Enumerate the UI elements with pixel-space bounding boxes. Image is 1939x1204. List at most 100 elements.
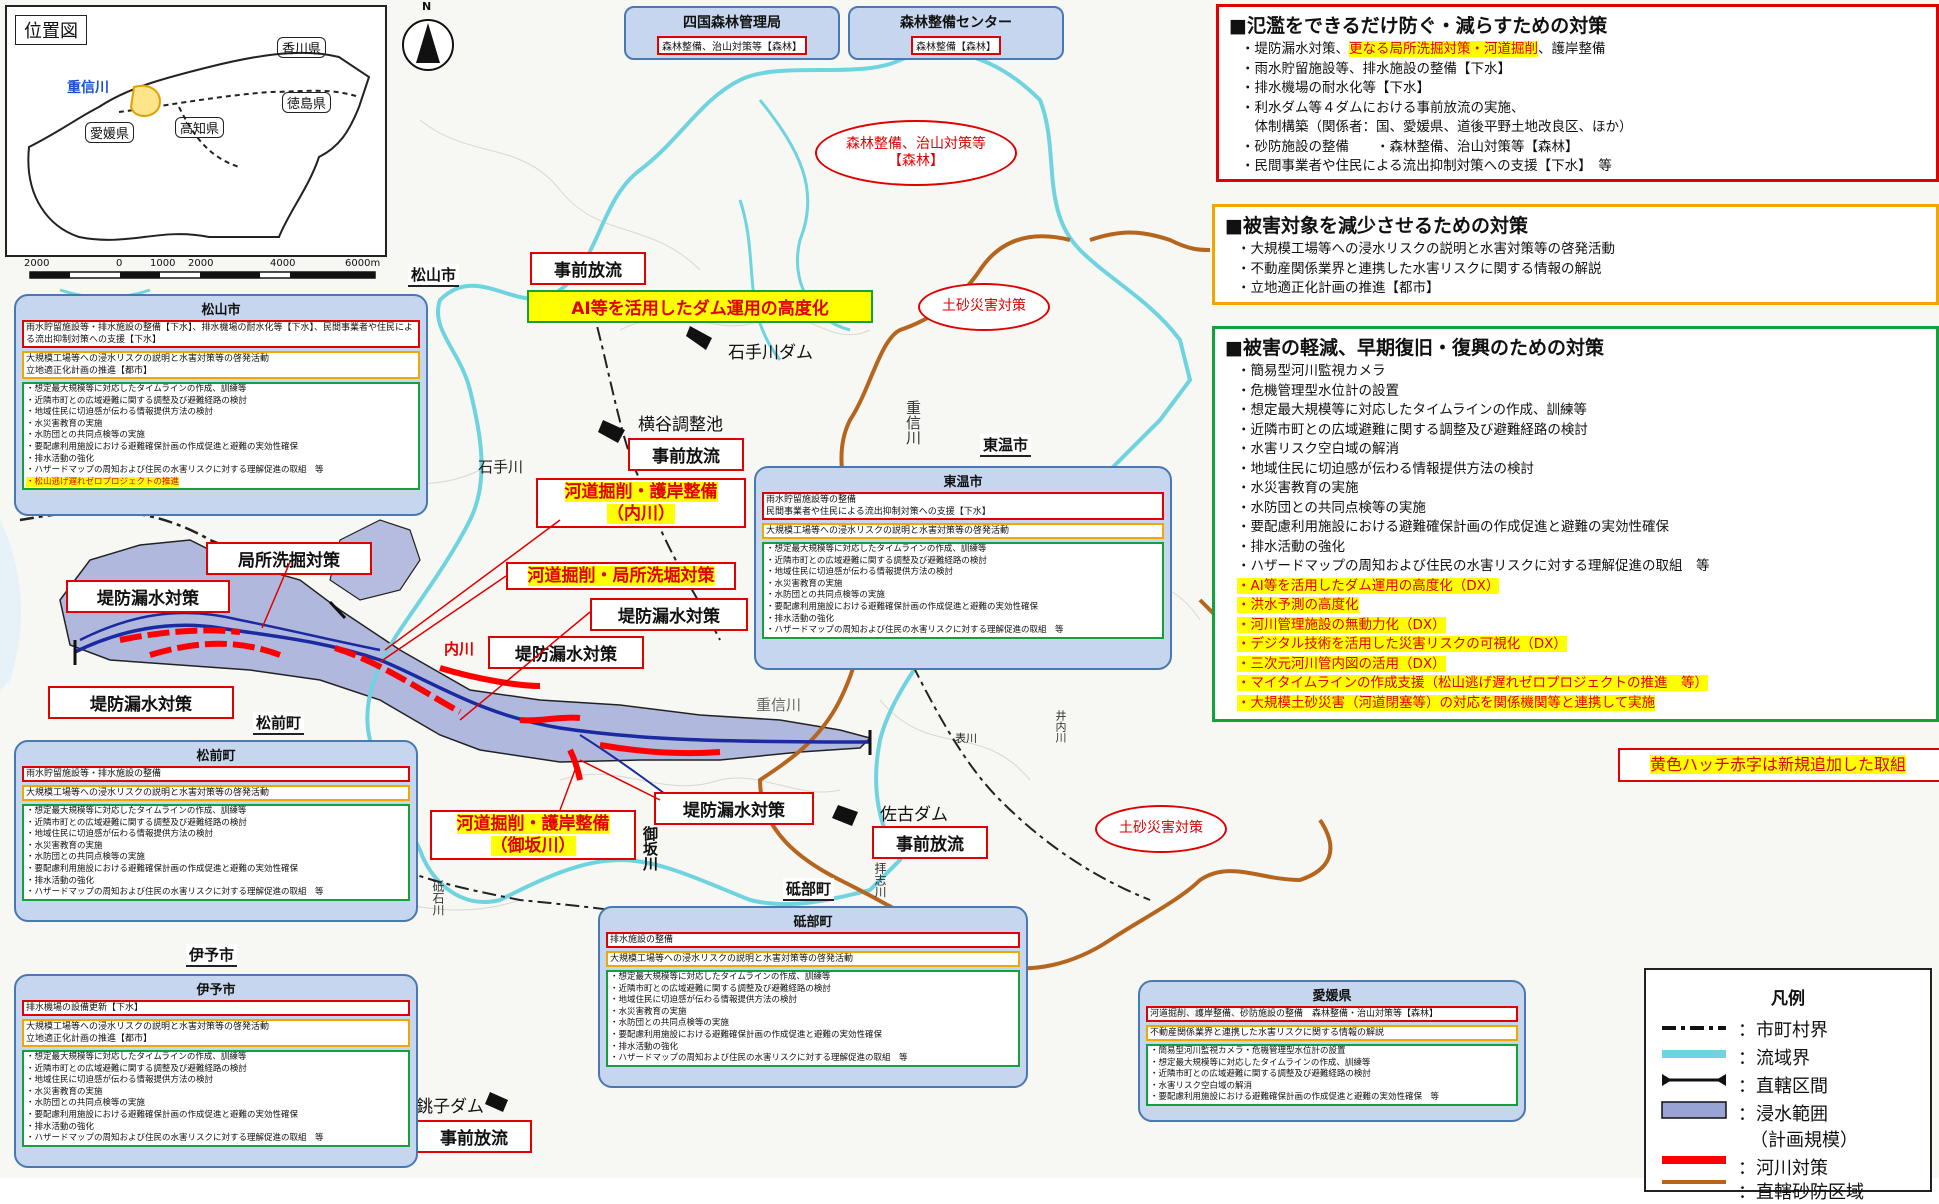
muni-box-masaki: 松前町 雨水貯留施設等・排水施設の整備 大規模工場等への浸水リスクの説明と水害対… [14,740,418,922]
panel-item: ・危機管理型水位計の設置 [1237,382,1399,399]
oval-text: 土砂災害対策 [1119,820,1203,837]
muni-green-item: ・要配慮利用施設における避難確保計画の作成促進と避難の実効性確保 [26,1109,299,1120]
panel-item: ・河川管理施設の無動力化（DX） [1237,616,1936,636]
muni-green-item: ・近隣市町との広域避難に関する調整及び避難経路の検討 [766,555,987,566]
town-toon: 東温市 [980,434,1032,457]
note-text: 黄色ハッチ赤字は新規追加した取組 [1650,755,1907,774]
muni-red: 雨水貯留施設等・排水施設の整備【下水】、排水機場の耐水化等【下水】、民間事業者や… [22,320,420,348]
label-inouchi-vertical: 井内川 [1054,710,1067,743]
oval-text: 土砂災害対策 [942,298,1026,315]
item-highlight: ・大規模土砂災害（河道閉塞等）の対応を関係機関等と連携して実施 [1237,694,1656,711]
muni-green-item: ・想定最大規模等に対応したタイムラインの作成、訓練等 [26,1052,247,1062]
panel-item: ・立地適正化計画の推進【都市】 [1237,280,1440,296]
callout-jizen-2: 事前放流 [628,438,744,471]
muni-green-item: ・排水活動の強化 [26,875,95,886]
scale-label-2000b: 2000 [188,258,214,269]
muni-green-item: ・排水活動の強化 [26,1121,95,1132]
panel-item: ・デジタル技術を活用した災害リスクの可視化（DX） [1237,635,1936,655]
compass-n: N [422,0,432,13]
panel-item: ・三次元河川管内図の活用（DX） [1237,655,1936,675]
town-matsuyama: 松山市 [408,264,460,287]
muni-green: ・想定最大規模等に対応したタイムラインの作成、訓練等 ・近隣市町との広域避難に関… [22,1050,410,1147]
inset-ehime-label: 愛媛県 [85,122,135,143]
muni-box-matsuyama: 松山市 雨水貯留施設等・排水施設の整備【下水】、排水機場の耐水化等【下水】、民間… [14,294,428,516]
muni-green-item: ・近隣市町との広域避難に関する調整及び避難経路の検討 [1150,1069,1371,1080]
muni-box-tobe: 砥部町 排水施設の整備 大規模工場等への浸水リスクの説明と水害対策等の啓発活動 … [598,906,1028,1088]
new-items-note: 黄色ハッチ赤字は新規追加した取組 [1618,748,1939,782]
scale-label-0: 0 [116,258,123,269]
callout-ai-dam: AI等を活用したダム運用の高度化 [527,290,873,323]
panel-reduce-targets: ■被害対象を減少させるための対策 ・大規模工場等への浸水リスクの説明と水害対策等… [1212,204,1939,305]
muni-green-item: ・水災害教育の実施 [766,578,843,589]
callout-jizen-4: 事前放流 [416,1120,532,1153]
muni-green-item: ・要配慮利用施設における避難確保計画の作成促進と避難の実効性確保 [26,441,299,452]
muni-orange: 大規模工場等への浸水リスクの説明と水害対策等の啓発活動 立地適正化計画の推進【都… [22,351,420,379]
label-sako-dam: 佐古ダム [880,805,948,825]
muni-green-item: ・排水活動の強化 [26,453,95,464]
legend-item-basin: ：流域界 [1738,1048,1810,1069]
callout-kakyoku: 局所洗掘対策 [206,542,372,575]
muni-orange: 不動産関係業界と連携した水害リスクに関する情報の解説 [1146,1025,1518,1041]
panel-item: ・水害リスク空白域の解消 [1237,441,1399,457]
item-text: 、護岸整備 [1538,41,1606,57]
panel-item: ・堤防漏水対策、更なる局所洗掘対策・河道掘削、護岸整備 [1241,40,1936,60]
label-uchikawa-red: 内川 [444,640,475,658]
muni-green-item: ・想定最大規模等に対応したタイムラインの作成、訓練等 [26,806,247,816]
callout-jizen-3: 事前放流 [872,826,988,859]
panel-item: ・マイタイムラインの作成支援（松山逃げ遅れゼロプロジェクトの推進 等） [1237,674,1936,694]
org-box-sub: 森林整備、治山対策等【森林】 [657,36,807,55]
scale-bar [29,271,376,279]
muni-orange: 大規模工場等への浸水リスクの説明と水害対策等の啓発活動 [762,523,1164,539]
panel-item: ・砂防施設の整備 ・森林整備、治山対策等【森林】 [1241,138,1579,155]
panel-item: ・利水ダム等４ダムにおける事前放流の実施、 [1241,99,1525,116]
panel-heading: ■被害の軽減、早期復旧・復興のための対策 [1225,337,1604,359]
item-highlight: ・河川管理施設の無動力化（DX） [1237,616,1446,633]
muni-green: ・想定最大規模等に対応したタイムラインの作成、訓練等 ・近隣市町との広域避難に関… [762,542,1164,639]
legend-item-inundation: ：浸水範囲 [1738,1104,1828,1125]
label-misaka-vertical: 御坂川 [641,826,659,871]
muni-green-item: ・要配慮利用施設における避難確保計画の作成促進と避難の実効性確保 等 [1150,1092,1440,1103]
scale-label-6000: 6000m [345,258,381,269]
muni-orange: 大規模工場等への浸水リスクの説明と水害対策等の啓発活動 立地適正化計画の推進【都… [22,1019,410,1047]
muni-green-item: ・ハザードマップの周知および住民の水害リスクに対する理解促進の取組 等 [610,1053,908,1064]
panel-item: ・洪水予測の高度化 [1237,596,1936,616]
callout-text: 河道掘削・局所洗堀対策 [527,566,715,586]
panel-item: ・大規模土砂災害（河道閉塞等）の対応を関係機関等と連携して実施 [1237,694,1936,714]
muni-green-highlight: ・松山逃げ遅れゼロプロジェクトの推進 [26,476,180,487]
panel-heading: ■被害対象を減少させるための対策 [1225,215,1528,237]
panel-item: ・想定最大規模等に対応したタイムラインの作成、訓練等 [1237,402,1588,418]
inset-shigenobu-label: 重信川 [67,80,109,96]
inset-title: 位置図 [15,15,87,45]
muni-green-item: ・近隣市町との広域避難に関する調整及び避難経路の検討 [610,983,831,994]
label-ishite-dam: 石手川ダム [728,343,813,363]
shikoku-outline [27,51,371,241]
location-inset: 位置図 重信川 香川県 愛媛県 徳島県 高知県 [5,5,387,257]
legend-item-sediment: ：直轄砂防区域 [1738,1182,1864,1203]
muni-green-item: ・水防団との共同点検等の実施 [610,1018,729,1029]
scale-label-4000: 4000 [270,258,296,269]
muni-orange: 大規模工場等への浸水リスクの説明と水害対策等の啓発活動 [606,951,1020,967]
panel-item: ・排水活動の強化 [1237,538,1345,555]
item-highlight: ・マイタイムラインの作成支援（松山逃げ遅れゼロプロジェクトの推進 等） [1237,675,1709,691]
legend-item-river-measure: ：河川対策 [1738,1158,1828,1179]
panel-item: ・不動産関係業界と連携した水害リスクに関する情報の解説 [1237,260,1602,277]
scale-label-2000a: 2000 [24,258,50,269]
label-ishite-river: 石手川 [478,458,524,476]
legend: 凡例 ：市町村界 ：流域界 ：直轄区間 ：浸水範囲 （計画規模） ：河川対策 ：… [1644,968,1932,1203]
muni-green: ・想定最大規模等に対応したタイムラインの作成、訓練等 ・近隣市町との広域避難に関… [22,804,410,901]
muni-green-item: ・ハザードマップの周知および住民の水害リスクに対する理解促進の取組 等 [26,1133,324,1144]
muni-title: 愛媛県 [1312,989,1352,1004]
item-highlight: ・三次元河川管内図の活用（DX） [1237,655,1446,672]
muni-green-item: ・水災害教育の実施 [610,1006,687,1017]
legend-title: 凡例 [1771,989,1805,1009]
muni-green: ・簡易型河川監視カメラ・危機管理型水位計の設置 ・想定最大規模等に対応したタイム… [1146,1044,1518,1106]
inset-kagawa-label: 香川県 [277,37,327,58]
panel-item: ・雨水貯留施設等、排水施設の整備【下水】 [1241,60,1511,77]
oval-sediment-1: 土砂災害対策 [918,283,1050,331]
panel-prevent-flooding: ■氾濫をできるだけ防ぐ・減らすための対策 ・堤防漏水対策、更なる局所洗掘対策・河… [1216,4,1939,182]
callout-teibo-2: 堤防漏水対策 [590,598,748,631]
panel-item: ・水防団との共同点検等の実施 [1237,499,1426,516]
compass [402,19,454,71]
oval-text: 森林整備、治山対策等 【森林】 [846,135,986,170]
label-choshi-dam: 銚子ダム [416,1097,484,1117]
